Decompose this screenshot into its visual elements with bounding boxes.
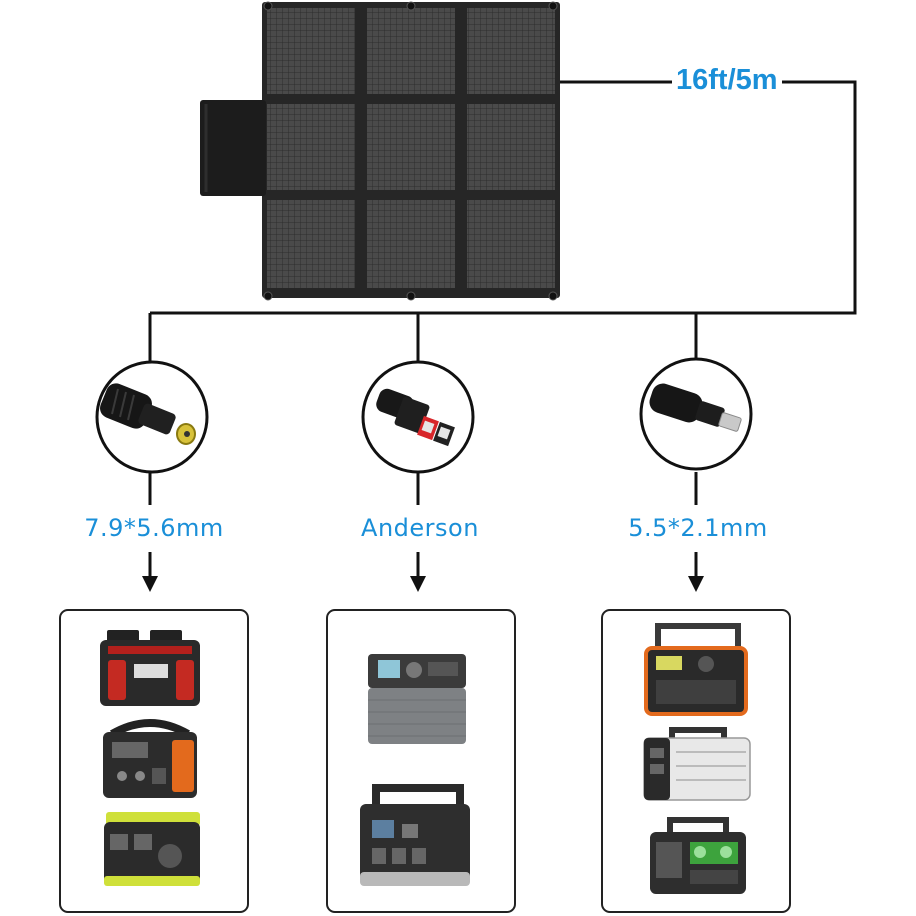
- connector-label-anderson: Anderson: [346, 514, 494, 542]
- anderson-plug-icon: [376, 388, 455, 447]
- connector-anderson: [361, 360, 475, 474]
- connector-5521: [639, 357, 753, 471]
- arrow-down-icon: [410, 576, 426, 592]
- green-power-station-icon: [650, 817, 746, 894]
- white-power-station-icon: [643, 727, 751, 801]
- connector-label-7956: 7.9*5.6mm: [70, 514, 238, 542]
- connector-7956: [95, 360, 209, 474]
- cable-length-label: 16ft/5m: [672, 64, 782, 97]
- arrow-down-icon: [688, 576, 704, 592]
- orange-radio-power-station-icon: [644, 623, 748, 716]
- panel-cells: [267, 8, 555, 288]
- arrow-down-icon: [142, 576, 158, 592]
- red-power-station-icon: [100, 630, 200, 706]
- yellow-power-station-icon: [104, 812, 200, 886]
- connector-label-5521: 5.5*2.1mm: [616, 514, 780, 542]
- dc-5521-plug-icon: [649, 383, 742, 432]
- grey-power-station-icon: [368, 654, 466, 744]
- junction-pouch: [200, 100, 266, 196]
- orange-power-station-icon: [103, 719, 197, 798]
- solar-panel: [200, 1, 560, 301]
- dc-7956-plug-icon: [100, 383, 196, 445]
- black-power-station-icon: [360, 784, 470, 886]
